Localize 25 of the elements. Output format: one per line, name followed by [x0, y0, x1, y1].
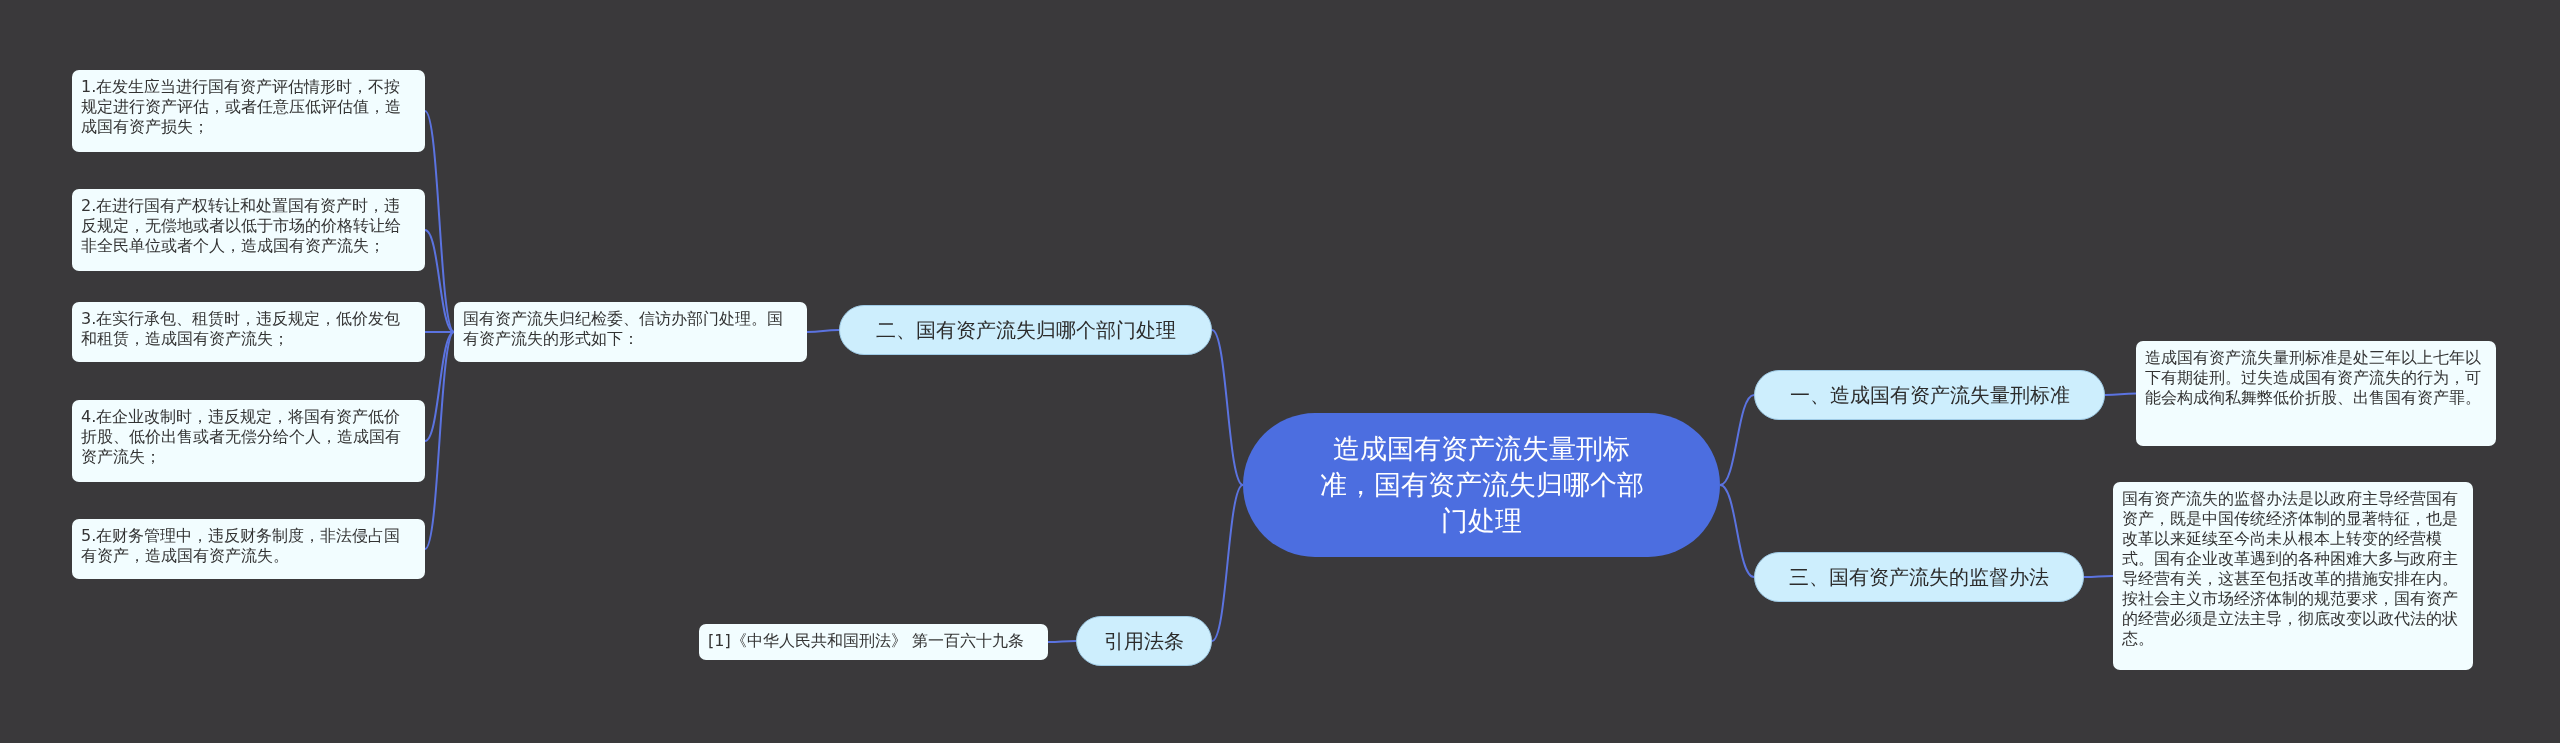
branch-pill: 二、国有资产流失归哪个部门处理	[839, 305, 1212, 355]
note-card: 1.在发生应当进行国有资产评估情形时，不按规定进行资产评估，或者任意压低评估值，造成国有资产损失；	[72, 70, 425, 152]
note-card: 4.在企业改制时，违反规定，将国有资产低价折股、低价出售或者无偿分给个人，造成国有资产流失；	[72, 400, 425, 482]
connector-line	[806, 329, 840, 333]
branch-pill: 三、国有资产流失的监督办法	[1754, 552, 2084, 602]
connector-line	[1211, 329, 1244, 486]
branch-pill: 一、造成国有资产流失量刑标准	[1754, 370, 2105, 420]
connector-line	[1047, 640, 1077, 643]
connector-line	[2104, 392, 2137, 396]
note-card: 造成国有资产流失量刑标准是处三年以上七年以下有期徒刑。过失造成国有资产流失的行为，可能会构成徇私舞弊低价折股、出售国有资产罪。	[2136, 341, 2496, 446]
note-card: 国有资产流失的监督办法是以政府主导经营国有资产，既是中国传统经济体制的显著特征，也是改革以来延续至今尚未从根本上转变的经营模式。国有企业改革遇到的各种困难大多与政府主导经营有关，这甚至包括改革的措施安排在内。按社会主义市场经济体制的规范要求，国有资产的经营必须是立法主导，彻底改变以政代法的状态。	[2113, 482, 2473, 670]
connector-line	[424, 229, 455, 333]
topic-pill: 造成国有资产流失量刑标准，国有资产流失归哪个部门处理	[1243, 413, 1720, 557]
connector-line	[2083, 575, 2114, 578]
connector-line	[424, 331, 455, 550]
note-card: 5.在财务管理中，违反财务制度，非法侵占国有资产，造成国有资产流失。	[72, 519, 425, 579]
connector-line	[1211, 484, 1244, 642]
connector-line	[1719, 484, 1755, 578]
note-card: 2.在进行国有产权转让和处置国有资产时，违反规定，无偿地或者以低于市场的价格转让给非全民单位或者个人，造成国有资产流失；	[72, 189, 425, 271]
note-card: 3.在实行承包、租赁时，违反规定，低价发包和租赁，造成国有资产流失；	[72, 302, 425, 362]
connector-line	[424, 331, 455, 442]
connector-line	[1719, 394, 1755, 486]
note-card: 国有资产流失归纪检委、信访办部门处理。国有资产流失的形式如下：	[454, 302, 807, 362]
note-card: [1]《中华人民共和国刑法》 第一百六十九条	[699, 624, 1048, 660]
branch-pill: 引用法条	[1076, 616, 1212, 666]
